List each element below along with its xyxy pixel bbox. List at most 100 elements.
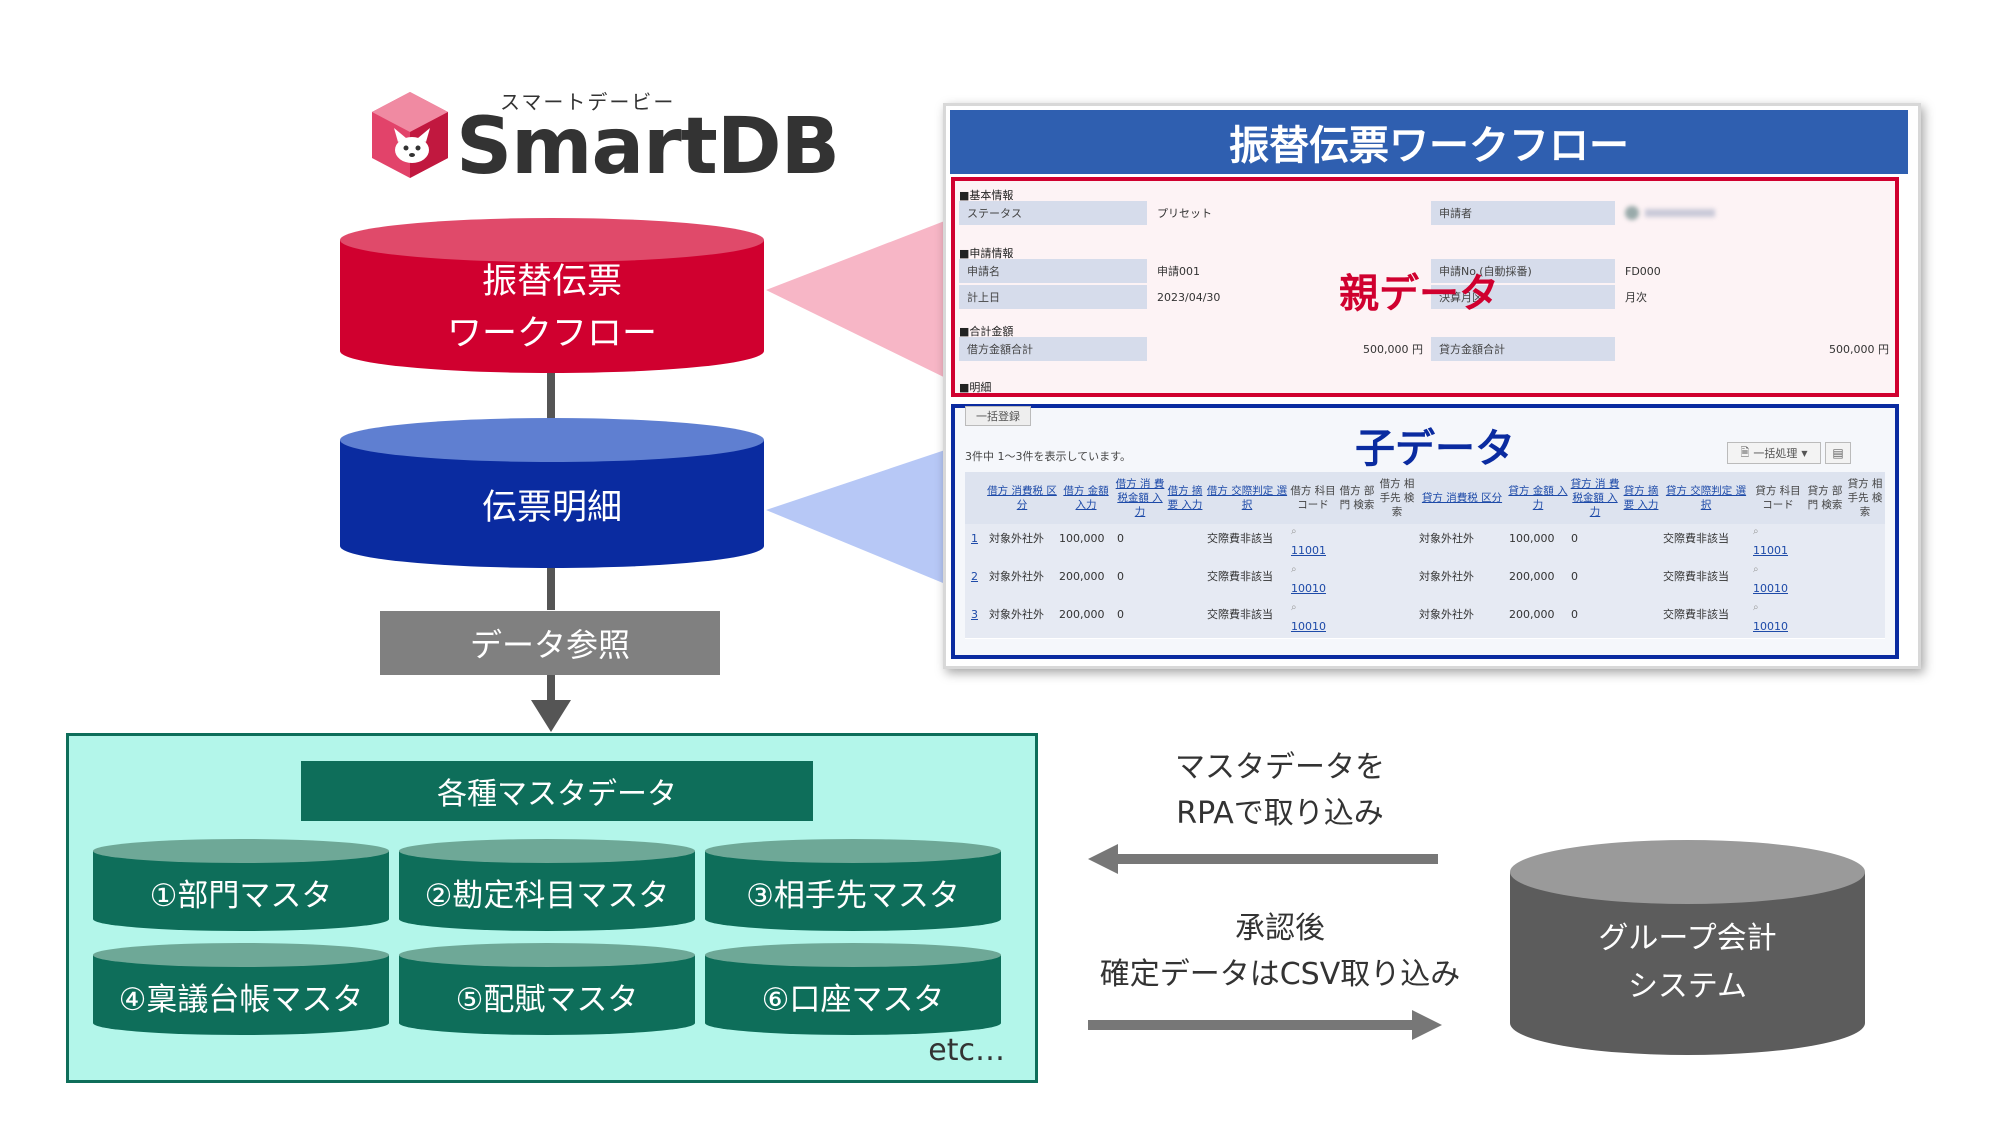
connector-line-2 xyxy=(547,565,555,610)
row-number-link[interactable]: 3 xyxy=(971,607,978,621)
account-code-link[interactable]: 10010 xyxy=(1291,619,1326,633)
master-item: ⑥口座マスタ xyxy=(705,943,1001,1035)
account-code-link[interactable]: 10010 xyxy=(1291,581,1326,595)
request-no-label: 申請No.(自動採番) xyxy=(1431,259,1615,283)
import-master-line1: マスタデータを xyxy=(1175,750,1385,785)
request-name-value: 申請001 xyxy=(1149,259,1429,283)
table-cell: 200,000 xyxy=(1059,607,1105,621)
table-header-cell[interactable]: 貸方 消費税 区分 xyxy=(1421,492,1503,504)
etc-label: etc… xyxy=(928,1033,1005,1068)
credit-total-label: 貸方金額合計 xyxy=(1431,337,1615,361)
search-icon[interactable]: ⌕ xyxy=(1753,602,1759,613)
connector-line-1 xyxy=(547,370,555,420)
chevron-down-icon: ▼ xyxy=(1801,448,1808,458)
parent-db-shape xyxy=(340,218,764,373)
table-header-cell[interactable]: 貸方 消 費税金額 入力 xyxy=(1570,478,1620,518)
status-value: プリセット xyxy=(1149,201,1429,225)
master-item-label: ⑥口座マスタ xyxy=(761,981,945,1018)
table-cell: 対象外社外 xyxy=(989,608,1044,621)
master-item: ④稟議台帳マスタ xyxy=(93,943,389,1035)
export-line2: 確定データはCSV取り込み xyxy=(1099,957,1461,992)
master-data-title: 各種マスタデータ xyxy=(301,761,813,821)
table-cell: 200,000 xyxy=(1509,607,1555,621)
table-header-cell[interactable]: 借方 金額 入力 xyxy=(1063,485,1109,511)
table-cell: 100,000 xyxy=(1059,531,1105,545)
master-item-label: ②勘定科目マスタ xyxy=(424,877,670,914)
child-db-cylinder: 伝票明細 xyxy=(340,418,764,568)
row-number-link[interactable]: 2 xyxy=(971,569,978,583)
export-note: 承認後 確定データはCSV取り込み xyxy=(1060,906,1500,998)
month-value: 月次 xyxy=(1617,285,1895,309)
master-item-label: ①部門マスタ xyxy=(149,877,333,914)
parent-callout xyxy=(766,215,960,385)
search-icon[interactable]: ⌕ xyxy=(1291,602,1297,613)
table-cell: 200,000 xyxy=(1059,569,1105,583)
table-cell: 対象外社外 xyxy=(989,570,1044,583)
request-no-value: FD000 xyxy=(1617,259,1895,283)
account-code-link[interactable]: 10010 xyxy=(1753,581,1788,595)
account-code-link[interactable]: 10010 xyxy=(1753,619,1788,633)
request-name-label: 申請名 xyxy=(959,259,1147,283)
table-cell: 0 xyxy=(1117,531,1124,545)
table-cell: 対象外社外 xyxy=(1419,532,1474,545)
table-header-cell[interactable]: 貸方 交際判定 選択 xyxy=(1665,485,1747,511)
parent-db-label-line1: 振替伝票 xyxy=(481,262,622,302)
parent-data-label: 親データ xyxy=(1339,271,1499,317)
table-cell: 0 xyxy=(1117,569,1124,583)
parent-db-label: 振替伝票 ワークフロー xyxy=(340,253,764,363)
search-icon[interactable]: ⌕ xyxy=(1291,526,1297,537)
table-header-cell: 貸方 相手先 検索 xyxy=(1847,478,1883,518)
bulk-register-button[interactable]: 一括登録 xyxy=(965,406,1031,426)
table-header-cell[interactable]: 借方 交際判定 選択 xyxy=(1206,485,1288,511)
child-data-section: 一括登録 子データ 3件中 1～3件を表示しています。 🗎 一括処理 ▼ ▤ 借… xyxy=(951,404,1899,659)
bulk-process-button[interactable]: 🗎 一括処理 ▼ xyxy=(1727,442,1821,464)
table-cell: 100,000 xyxy=(1509,531,1555,545)
master-cylinder-shape xyxy=(399,943,695,1035)
table-header-cell[interactable]: 借方 消 費税金額 入力 xyxy=(1115,478,1165,518)
table-header-cell: 借方 相手先 検索 xyxy=(1379,478,1415,518)
section-detail: ■明細 xyxy=(959,381,992,394)
table-cell: 対象外社外 xyxy=(1419,608,1474,621)
workflow-title: 振替伝票ワークフロー xyxy=(950,110,1908,174)
master-item-label: ⑤配賦マスタ xyxy=(455,981,639,1018)
record-count: 3件中 1～3件を表示しています。 xyxy=(965,450,1132,463)
master-item-label: ③相手先マスタ xyxy=(746,877,960,914)
search-icon[interactable]: ⌕ xyxy=(1753,564,1759,575)
workflow-screenshot: 振替伝票ワークフロー ■基本情報 ステータス プリセット 申請者 ■申請情報 申… xyxy=(943,103,1921,669)
down-arrow-icon xyxy=(531,700,571,732)
table-header-cell[interactable]: 貸方 摘要 入力 xyxy=(1623,485,1659,511)
table-header-cell[interactable]: 借方 消費税 区分 xyxy=(987,485,1057,511)
account-code-link[interactable]: 11001 xyxy=(1291,543,1326,557)
account-code-link[interactable]: 11001 xyxy=(1753,543,1788,557)
date-label: 計上日 xyxy=(959,285,1147,309)
table-header-cell[interactable]: 貸方 金額 入力 xyxy=(1508,485,1568,511)
table-row xyxy=(965,524,1885,563)
clipboard-button[interactable]: ▤ xyxy=(1825,442,1851,464)
credit-total-value: 500,000 円 xyxy=(1617,337,1895,361)
group-system-line1: グループ会計 xyxy=(1598,921,1777,956)
table-header-cell: 借方 科目 コード xyxy=(1290,485,1336,511)
search-icon[interactable]: ⌕ xyxy=(1291,564,1297,575)
master-cylinder-shape xyxy=(705,943,1001,1035)
parent-db-label-line2: ワークフロー xyxy=(446,314,657,354)
master-item: ⑤配賦マスタ xyxy=(399,943,695,1035)
search-icon[interactable]: ⌕ xyxy=(1753,526,1759,537)
logo-wordmark: SmartDB xyxy=(456,102,840,192)
child-db-shape xyxy=(340,418,764,568)
child-data-label: 子データ xyxy=(1355,426,1515,472)
bulk-process-label: 一括処理 xyxy=(1753,447,1798,460)
master-cylinder-shape xyxy=(93,839,389,931)
parent-data-section: ■基本情報 ステータス プリセット 申請者 ■申請情報 申請名 申請001 申請… xyxy=(951,177,1899,397)
document-icon: 🗎 xyxy=(1740,445,1750,459)
table-header-cell: 貸方 科目 コード xyxy=(1755,485,1801,511)
row-number-link[interactable]: 1 xyxy=(971,531,978,545)
smartdb-logo-icon xyxy=(372,92,448,178)
master-cylinder-shape xyxy=(93,943,389,1035)
detail-table: 借方 消費税 区分借方 金額 入力借方 消 費税金額 入力借方 摘要 入力借方 … xyxy=(965,472,1885,652)
table-header-cell[interactable]: 借方 摘要 入力 xyxy=(1167,485,1203,511)
data-reference-box: データ参照 xyxy=(380,611,720,675)
section-request: ■申請情報 xyxy=(959,247,1014,260)
master-data-panel: 各種マスタデータ ①部門マスタ ②勘定科目マスタ ③相手先マスタ ④稟議台帳マスタ ⑤配… xyxy=(66,733,1038,1083)
clipboard-icon: ▤ xyxy=(1832,446,1844,460)
master-item: ①部門マスタ xyxy=(93,839,389,931)
